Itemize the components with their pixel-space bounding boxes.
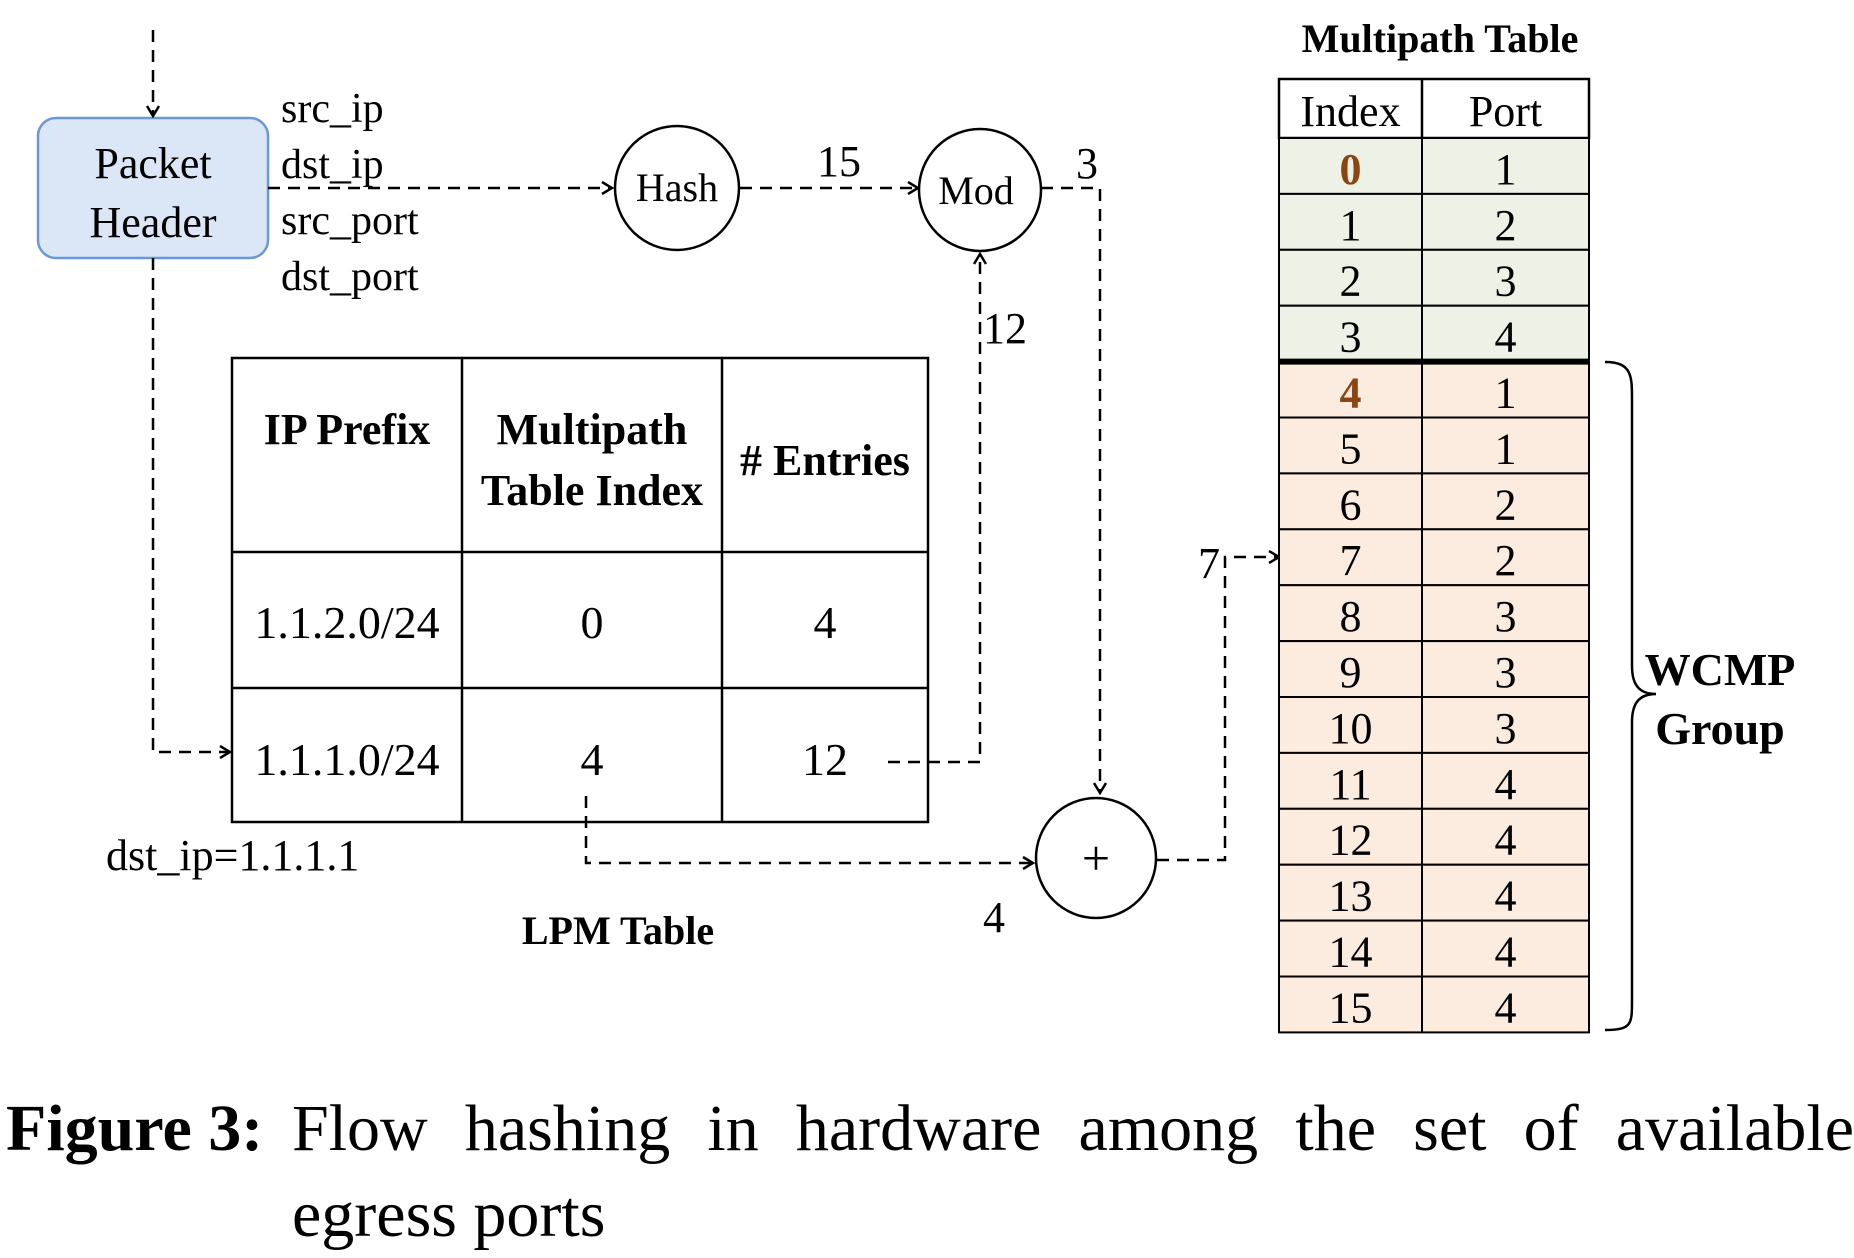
lpm-header-prefix: IP Prefix [264, 405, 431, 454]
multipath-row-port: 3 [1495, 257, 1517, 306]
edge-label-7: 7 [1198, 539, 1220, 588]
multipath-row: 14 4 [1278, 919, 1590, 978]
flow-hashing-diagram: Packet Header src_ip dst_ip src_port dst… [36, 16, 1796, 1034]
mod-to-plus-arrow [1041, 186, 1100, 793]
multipath-header-index: Index [1300, 87, 1400, 136]
multipath-row-index: 14 [1329, 928, 1373, 977]
multipath-row-port: 2 [1495, 201, 1517, 250]
multipath-row-index: 6 [1340, 480, 1362, 529]
field-src-port: src_port [281, 198, 419, 244]
multipath-row-index: 10 [1329, 704, 1373, 753]
multipath-row-index: 15 [1329, 983, 1373, 1032]
edge-labels: 15 3 12 4 7 [817, 137, 1220, 942]
field-dst-ip: dst_ip [281, 142, 384, 188]
multipath-row-port: 3 [1495, 592, 1517, 641]
plus-to-multipath-arrow [1157, 557, 1279, 862]
multipath-row-port: 1 [1495, 424, 1517, 473]
multipath-row: 13 4 [1278, 863, 1590, 922]
lpm-row1-entries: 12 [802, 734, 848, 785]
multipath-row-index: 3 [1340, 313, 1362, 362]
lpm-row1-prefix: 1.1.1.0/24 [254, 734, 439, 785]
index-to-plus-arrow [584, 796, 1033, 863]
multipath-row-index: 4 [1340, 369, 1362, 418]
multipath-row-port: 4 [1495, 313, 1517, 362]
header-fields: src_ip dst_ip src_port dst_port [281, 86, 419, 300]
multipath-row-port: 1 [1495, 369, 1517, 418]
edge-label-15: 15 [817, 137, 861, 186]
plus-label: + [1082, 830, 1110, 886]
lpm-row1-index: 4 [581, 734, 604, 785]
lpm-row0-prefix: 1.1.2.0/24 [254, 597, 439, 648]
lpm-row0-index: 0 [581, 597, 604, 648]
caption-label: Figure 3: [6, 1092, 264, 1165]
multipath-row-index: 8 [1340, 592, 1362, 641]
packet-header-box: Packet Header [36, 116, 270, 260]
multipath-row-port: 1 [1495, 145, 1517, 194]
wcmp-group-label-line2: Group [1655, 703, 1785, 754]
edge-label-4: 4 [983, 893, 1005, 942]
lpm-table-title: LPM Table [522, 908, 714, 953]
multipath-row: 15 4 [1278, 975, 1590, 1034]
multipath-row-index: 9 [1340, 648, 1362, 697]
multipath-table-title: Multipath Table [1302, 16, 1579, 61]
lpm-header-entries: # Entries [740, 436, 910, 485]
connectors [153, 30, 1279, 863]
multipath-row-port: 3 [1495, 704, 1517, 753]
hash-label: Hash [636, 165, 718, 210]
hash-node: Hash [613, 124, 741, 252]
multipath-row: 12 4 [1278, 807, 1590, 866]
caption-text: Flow hashing in hardware among the set o… [292, 1092, 1854, 1251]
multipath-row-index: 0 [1340, 145, 1362, 194]
packet-header-line2: Header [89, 198, 216, 247]
lpm-row0-entries: 4 [814, 597, 837, 648]
multipath-row-index: 13 [1329, 872, 1373, 921]
wcmp-group-label-line1: WCMP [1645, 644, 1796, 695]
multipath-row-index: 2 [1340, 257, 1362, 306]
multipath-row-port: 4 [1495, 928, 1517, 977]
multipath-row: 10 3 [1278, 696, 1590, 754]
plus-node: + [1034, 796, 1158, 920]
lpm-lookup-note: dst_ip=1.1.1.1 [106, 831, 359, 880]
edge-label-3: 3 [1076, 139, 1098, 188]
field-src-ip: src_ip [281, 86, 384, 132]
packet-header-line1: Packet [94, 139, 211, 188]
multipath-row: 11 4 [1278, 751, 1590, 810]
multipath-row-port: 4 [1495, 816, 1517, 865]
wcmp-group-brace: WCMP Group [1604, 360, 1796, 1032]
multipath-row-port: 2 [1495, 536, 1517, 585]
multipath-row-port: 4 [1495, 760, 1517, 809]
lpm-header-index-line1: Multipath [497, 405, 688, 454]
multipath-row-port: 4 [1495, 872, 1517, 921]
mod-label: Mod [938, 168, 1014, 213]
multipath-row-port: 2 [1495, 480, 1517, 529]
field-dst-port: dst_port [281, 254, 419, 300]
multipath-row-index: 12 [1329, 816, 1373, 865]
edge-label-12: 12 [983, 304, 1027, 353]
multipath-row-port: 4 [1495, 983, 1517, 1032]
multipath-row-index: 5 [1340, 424, 1362, 473]
lpm-header-index-line2: Table Index [481, 466, 703, 515]
entries-to-mod-arrow [888, 254, 980, 764]
lpm-table: IP Prefix Multipath Table Index # Entrie… [230, 356, 930, 824]
header-to-lpm-arrow [151, 258, 230, 752]
multipath-row-port: 3 [1495, 648, 1517, 697]
multipath-row-index: 11 [1329, 760, 1371, 809]
mod-node: Mod [917, 127, 1043, 253]
multipath-header-port: Port [1469, 87, 1542, 136]
multipath-row-index: 1 [1340, 201, 1362, 250]
multipath-row-index: 7 [1340, 536, 1362, 585]
